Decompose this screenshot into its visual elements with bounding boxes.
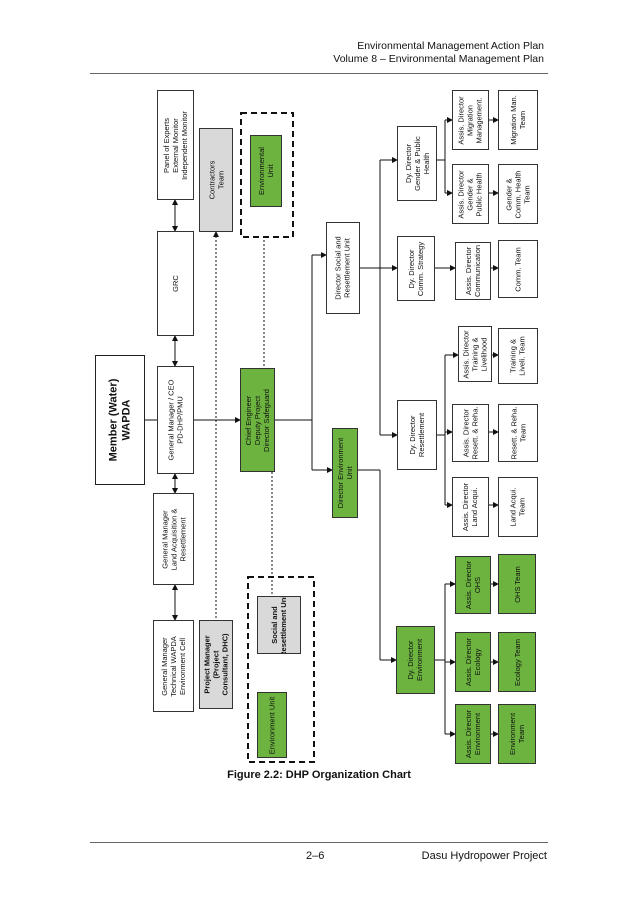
chief-engineer-label: Chief Engineer Deputy Project Director S…: [244, 388, 272, 452]
ad-communication-label: Assis. Director Communication: [464, 244, 483, 298]
team-resett-box: Resett. & Reha. Team: [498, 404, 538, 462]
ad-resett-label: Assis. Director Resett. & Reha.: [461, 406, 480, 460]
dy-comm-box: Dy. Director Comm. Strategy: [397, 236, 435, 301]
ad-resett-box: Assis. Director Resett. & Reha.: [452, 404, 489, 462]
director-environment-box: Director Environment Unit: [332, 428, 358, 518]
team-migration-label: Migration Man. Team: [509, 95, 528, 145]
gm-land-box: General Manager Land Acquisition & Reset…: [153, 493, 194, 585]
team-environment-box: Environment Team: [498, 704, 536, 764]
team-ecology-label: Ecology Team: [512, 638, 522, 686]
team-ohs-label: OHS Team: [512, 565, 522, 603]
environmental-unit-box: Environmental Unit: [250, 135, 282, 207]
dy-gender-box: Dy. Director Gender & Public Health: [397, 126, 437, 201]
grc-label: GRC: [170, 275, 180, 292]
director-environment-label: Director Environment Unit: [336, 437, 355, 509]
panel-experts-box: Panel of Experts External Monitor Indepe…: [157, 90, 194, 200]
gm-ceo-box: General Manager / CEO PD-DHP/PMU: [157, 366, 194, 474]
chief-engineer-box: Chief Engineer Deputy Project Director S…: [240, 368, 275, 472]
contractors-team-box: Contractors Team: [199, 128, 233, 232]
project-manager-label: Project Manager (Project Consultant, DHC…: [202, 633, 230, 696]
ad-training-box: Assis. Director Training & Livelihood: [458, 326, 492, 382]
team-ecology-box: Ecology Team: [498, 632, 536, 692]
dy-environment-label: Dy. Director Environment: [406, 638, 425, 682]
director-social-label: Director Social and Resettlement Unit: [334, 236, 352, 300]
footer-project: Dasu Hydropower Project: [421, 850, 547, 862]
gm-land-label: General Manager Land Acquisition & Reset…: [160, 508, 187, 570]
member-wapda-box: Member (Water) WAPDA: [95, 355, 145, 485]
ad-migration-label: Assis. Director Migration Management.: [457, 95, 484, 145]
project-manager-box: Project Manager (Project Consultant, DHC…: [199, 620, 233, 709]
director-social-box: Director Social and Resettlement Unit: [326, 222, 360, 314]
team-gender-box: Gender & Comm. Health Team: [498, 164, 538, 224]
header-title: Environmental Management Action Plan: [357, 40, 544, 52]
figure-caption: Figure 2.2: DHP Organization Chart: [227, 769, 411, 781]
team-migration-box: Migration Man. Team: [498, 90, 538, 150]
social-resettlement-unit-label: Social and Resettlement Unit: [270, 596, 289, 654]
dy-gender-label: Dy. Director Gender & Public Health: [403, 136, 431, 191]
header-subtitle: Volume 8 – Environmental Management Plan: [333, 53, 544, 65]
ad-ecology-label: Assis. Director Ecology: [464, 637, 482, 687]
ad-environment-label: Assis. Director Environment: [464, 709, 482, 759]
team-comm-box: Comm. Team: [498, 240, 538, 298]
team-land-box: Land Acqui. Team: [498, 477, 538, 537]
ad-land-label: Assis. Director Land Acqui.: [461, 482, 480, 532]
gm-technical-box: General Manager Technical WAPDA Environm…: [153, 620, 194, 712]
ad-ohs-box: Assis. Director OHS: [455, 556, 491, 614]
panel-experts-label: Panel of Experts External Monitor Indepe…: [162, 110, 189, 180]
dy-environment-box: Dy. Director Environment: [396, 626, 435, 694]
ad-gender-label: Assis. Director Gender & Public Health: [457, 169, 484, 219]
ad-land-box: Assis. Director Land Acqui.: [452, 477, 489, 537]
page-number: 2–6: [306, 850, 325, 862]
social-resettlement-unit-box: Social and Resettlement Unit: [257, 596, 301, 654]
ad-migration-box: Assis. Director Migration Management.: [452, 90, 489, 150]
dy-comm-label: Dy. Director Comm. Strategy: [407, 241, 425, 296]
gm-technical-label: General Manager Technical WAPDA Environm…: [160, 635, 188, 697]
gm-ceo-label: General Manager / CEO PD-DHP/PMU: [166, 379, 185, 461]
dy-resettlement-box: Dy. Director Resettlement: [397, 400, 437, 470]
ad-ohs-label: Assis. Director OHS: [464, 560, 482, 610]
grc-box: GRC: [157, 231, 194, 336]
member-wapda-label: Member (Water) WAPDA: [107, 378, 132, 462]
header-divider: [90, 73, 548, 74]
team-land-label: Land Acqui. Team: [509, 487, 528, 527]
environment-unit-label: Environment Unit: [267, 696, 277, 754]
team-environment-label: Environment Team: [508, 712, 527, 756]
dy-resettlement-label: Dy. Director Resettlement: [408, 412, 426, 458]
team-training-label: Training & Liveli. Team: [509, 336, 527, 376]
ad-ecology-box: Assis. Director Ecology: [455, 632, 491, 692]
team-training-box: Training & Liveli. Team: [498, 328, 538, 384]
dashed-group-bottom: [247, 576, 315, 763]
ad-communication-box: Assis. Director Communication: [455, 242, 491, 300]
team-comm-label: Comm. Team: [513, 246, 523, 292]
contractors-team-label: Contractors Team: [207, 160, 226, 200]
team-ohs-box: OHS Team: [498, 554, 536, 614]
team-resett-label: Resett. & Reha. Team: [509, 406, 528, 460]
environmental-unit-label: Environmental Unit: [257, 147, 276, 195]
environment-unit-box: Environment Unit: [257, 692, 287, 758]
ad-training-label: Assis. Director Training & Livelihood: [461, 329, 489, 379]
ad-environment-box: Assis. Director Environment: [455, 704, 491, 764]
footer-divider: [90, 842, 548, 843]
ad-gender-box: Assis. Director Gender & Public Health: [452, 164, 489, 224]
dashed-group-top: [240, 112, 294, 238]
team-gender-label: Gender & Comm. Health Team: [504, 170, 532, 218]
